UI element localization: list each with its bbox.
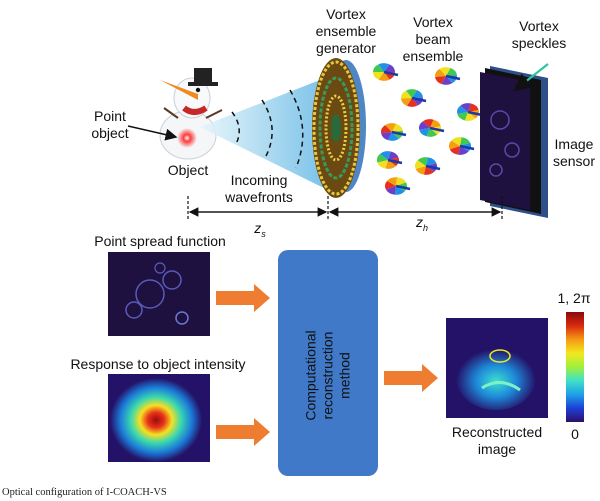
vortex-beam-label: Vortex beam ensemble [402,14,464,64]
zs-subscript: s [261,228,266,239]
orange-flow-arrow [216,418,270,446]
vortex-beam [435,67,461,85]
figure-caption: Optical configuration of I-COACH-VS [2,487,167,498]
snowman-object [159,68,223,160]
orange-flow-arrow [216,284,270,312]
vortex-beam [448,137,475,155]
zs-symbol: z [254,220,262,236]
orange-flow-arrow [384,364,438,392]
vortex-generator-label: Vortex ensemble generator [315,6,377,56]
vortex-beam-ensemble [373,63,483,195]
vortex-generator-mask [312,58,366,198]
distance-markers [187,196,503,220]
reconstruction-method-box [278,250,378,476]
zs-label: zs [248,220,272,243]
vortex-beam [457,103,483,121]
zh-symbol: z [415,214,423,230]
reconstructed-label: Reconstructed image [451,424,543,457]
colorbar [566,312,584,422]
point-source-glow [177,128,197,148]
speckles-pointer [513,63,549,92]
method-label: Computational reconstruction method [302,330,353,421]
incoming-wavefronts-label: Incoming wavefronts [225,172,293,205]
vortex-beam [377,151,403,169]
response-panel [108,374,210,462]
zh-subscript: h [422,222,428,233]
wavefront-cone [200,76,340,196]
vortex-beam [401,89,427,107]
object-label: Object [167,162,209,178]
orange-arrows [216,284,438,446]
vortex-beam [381,123,407,141]
wavefront-arcs [231,89,304,169]
vortex-beam [373,63,399,81]
image-sensor-label: Image sensor [552,136,596,169]
vortex-beam [384,177,411,195]
vortex-speckles-label: Vortex speckles [511,18,567,51]
vortex-beam [419,119,445,137]
psf-label: Point spread function [94,233,226,249]
image-sensor [480,66,548,218]
response-label: Response to object intensity [70,356,246,372]
point-object-pointer [127,125,178,141]
reconstructed-panel [446,318,548,418]
psf-panel [108,252,210,336]
vortex-beam [415,157,441,175]
zh-label: zh [410,214,434,237]
colorbar-top-label: 1, 2π [557,290,591,306]
point-object-label: Point object [91,108,129,141]
colorbar-bottom-label: 0 [571,426,579,442]
